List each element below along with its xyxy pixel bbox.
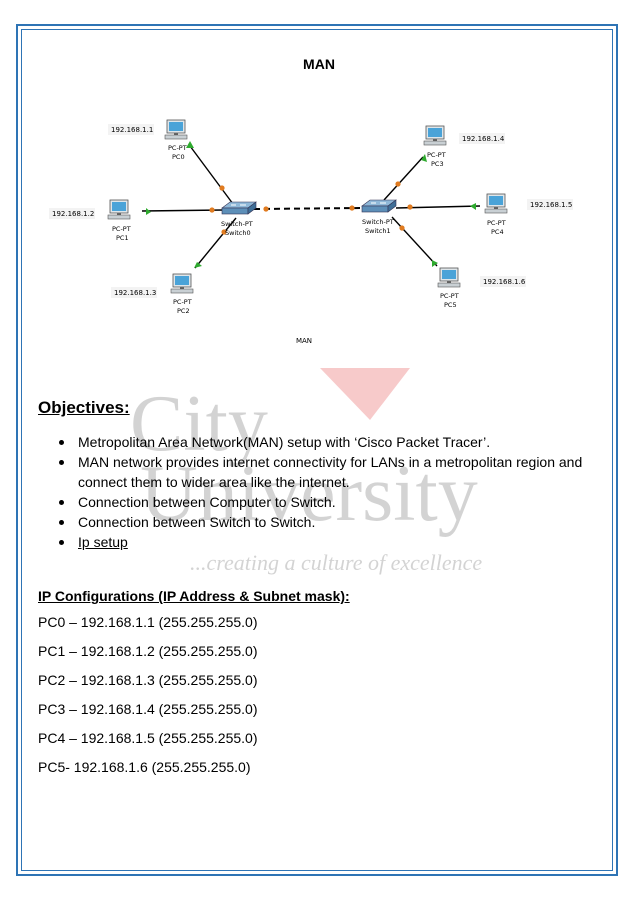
ip-config-row: PC0 – 192.168.1.1 (255.255.255.0) [38,614,258,630]
pc1-type-label: PC-PT [112,225,131,233]
pc-icon [423,125,447,146]
link-pending-marker [263,206,269,212]
pc1-name-label: PC1 [116,234,129,242]
ip-tag-bg [108,124,154,135]
pc-icon [164,119,188,140]
switch0-type-label: Switch-PT [221,220,253,228]
switch0-node[interactable]: Switch-PT Switch0 [221,201,257,237]
pc3-ip-label: 192.168.1.4 [462,135,505,143]
bullet-icon [59,500,64,505]
ip-config-row: PC1 – 192.168.1.2 (255.255.255.0) [38,643,258,659]
link-pending-marker [395,181,401,187]
objectives-heading: Objectives: [38,398,130,417]
switch1-node[interactable]: Switch-PT Switch1 [361,199,397,235]
link-up-marker [432,260,438,267]
ip-config-row: PC3 – 192.168.1.4 (255.255.255.0) [38,701,258,717]
link-pc0-sw0 [189,145,237,209]
pc4-type-label: PC-PT [487,219,506,227]
bullet-icon [59,540,64,545]
list-item: Connection between Switch to Switch. [38,512,598,532]
link-up-marker [470,203,476,210]
link-pending-marker [349,205,355,211]
ip-config-row: PC4 – 192.168.1.5 (255.255.255.0) [38,730,258,746]
ip-config-row: PC2 – 192.168.1.3 (255.255.255.0) [38,672,258,688]
ip-tag-bg [459,133,505,144]
diagram-caption: MAN [295,337,313,345]
pc3-name-label: PC3 [431,160,444,168]
pc2-node[interactable]: PC-PT PC2 192.168.1.3 [111,273,194,315]
page-border-inner [21,29,613,871]
links [141,145,481,269]
pc-icon [170,273,194,294]
pc4-ip-label: 192.168.1.5 [530,201,572,209]
link-pc5-sw1 [391,216,438,267]
ip-tag-bg [49,208,95,219]
list-item: Metropolitan Area Network(MAN) setup wit… [38,432,598,452]
ip-config-row: PC5- 192.168.1.6 (255.255.255.0) [38,759,251,775]
switch-icon [221,201,257,215]
ip-tag-bg [480,276,526,287]
pc0-type-label: PC-PT [168,144,187,152]
link-up-marker [146,208,151,215]
objective-text: Connection between Switch to Switch. [78,514,316,530]
page-border-outer [16,24,618,876]
pc-icon [484,193,508,214]
switch1-type-label: Switch-PT [362,218,394,226]
link-pending-marker [209,207,215,213]
link-pc2-sw0 [194,217,237,269]
objective-text: Connection between Computer to Switch. [78,494,336,510]
link-pending-marker [219,185,225,191]
link-sw0-sw1 [253,207,363,210]
bullet-icon [59,440,64,445]
pc5-node[interactable]: PC-PT PC5 192.168.1.6 [437,267,526,309]
network-diagram: PC-PT PC0 192.168.1.1 PC-PT PC1 192.168.… [49,119,573,315]
pc-icon [107,199,131,220]
pc2-name-label: PC2 [177,307,190,315]
switch-icon [361,199,397,213]
link-status-markers [146,141,476,268]
pc3-type-label: PC-PT [427,151,446,159]
pc1-ip-label: 192.168.1.2 [52,210,94,218]
pc0-name-label: PC0 [172,153,185,161]
link-up-marker [186,141,194,148]
pc-icon [437,267,461,288]
switch0-name-label: Switch0 [225,229,251,237]
pc4-name-label: PC4 [491,228,504,236]
pc0-node[interactable]: PC-PT PC0 192.168.1.1 [108,119,188,161]
bullet-icon [59,460,64,465]
pc3-node[interactable]: PC-PT PC3 192.168.1.4 [423,125,505,168]
link-up-marker [421,154,427,162]
pc1-node[interactable]: PC-PT PC1 192.168.1.2 [49,199,131,242]
pc5-name-label: PC5 [444,301,457,309]
link-pending-marker [407,204,413,210]
objective-text: MAN network provides internet connectivi… [78,454,583,490]
link-pending-marker [399,225,405,231]
ip-config-list: PC0 – 192.168.1.1 (255.255.255.0) PC1 – … [38,612,258,786]
objective-text: Metropolitan Area Network(MAN) setup wit… [78,434,491,450]
list-item: Ip setup [38,532,598,552]
ip-tag-bg [111,287,157,298]
ip-config-heading: IP Configurations (IP Address & Subnet m… [38,588,350,604]
switch1-name-label: Switch1 [365,227,391,235]
pc0-ip-label: 192.168.1.1 [111,126,153,134]
ip-tag-bg [527,199,573,210]
pc2-type-label: PC-PT [173,298,192,306]
pc5-type-label: PC-PT [440,292,459,300]
link-pending-marker [221,229,227,235]
objectives-list: Metropolitan Area Network(MAN) setup wit… [38,432,598,552]
objective-text: Ip setup [78,534,128,550]
link-up-marker [194,262,202,268]
pc2-ip-label: 192.168.1.3 [114,289,156,297]
pc5-ip-label: 192.168.1.6 [483,278,526,286]
list-item: MAN network provides internet connectivi… [38,452,598,492]
list-item: Connection between Computer to Switch. [38,492,598,512]
page-title: MAN [303,56,335,72]
link-pc3-sw1 [383,156,424,201]
pc4-node[interactable]: PC-PT PC4 192.168.1.5 [484,193,573,236]
bullet-icon [59,520,64,525]
